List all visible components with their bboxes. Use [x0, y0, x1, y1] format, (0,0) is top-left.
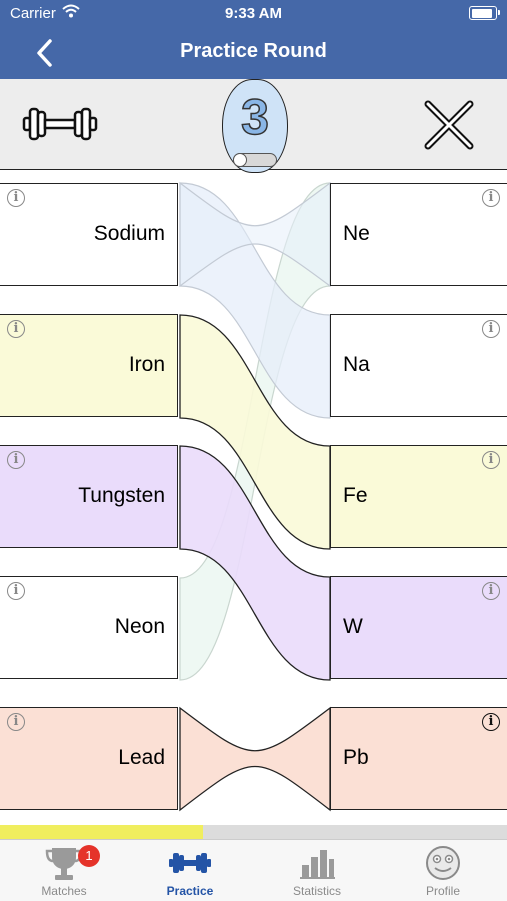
left-card-iron[interactable]: i Iron [0, 314, 178, 417]
dumbbell-icon[interactable] [22, 104, 98, 144]
left-card-neon[interactable]: i Neon [0, 576, 178, 679]
info-icon[interactable]: i [7, 189, 25, 207]
link-neon-ne [179, 182, 331, 681]
link-sodium-ne [179, 181, 331, 288]
back-button[interactable] [30, 36, 60, 70]
right-card-w[interactable]: i W [330, 576, 507, 679]
info-icon[interactable]: i [482, 451, 500, 469]
round-progress-bar [0, 825, 507, 839]
info-icon[interactable]: i [7, 451, 25, 469]
card-label: Neon [114, 615, 165, 638]
status-time: 9:33 AM [225, 5, 282, 22]
card-label: Iron [128, 353, 165, 376]
round-toggle[interactable] [233, 153, 277, 167]
right-card-na[interactable]: i Na [330, 314, 507, 417]
left-card-sodium[interactable]: i Sodium [0, 183, 178, 286]
info-icon[interactable]: i [482, 189, 500, 207]
info-icon[interactable]: i [7, 582, 25, 600]
info-icon[interactable]: i [7, 320, 25, 338]
tab-label: Practice [166, 884, 214, 898]
matches-badge: 1 [78, 845, 100, 867]
tab-statistics[interactable]: Statistics [254, 840, 380, 901]
card-label: Na [343, 353, 370, 376]
progress-fill [0, 825, 203, 839]
info-icon[interactable]: i [7, 713, 25, 731]
link-sodium-na [179, 182, 331, 419]
link-tungsten-w [179, 445, 331, 681]
tab-practice[interactable]: Practice [127, 840, 253, 901]
info-icon[interactable]: i [482, 713, 500, 731]
round-indicator[interactable]: 3 [222, 79, 288, 173]
carrier-label: Carrier [10, 5, 56, 22]
wifi-icon [62, 4, 80, 18]
card-label: Tungsten [78, 484, 165, 507]
tab-bar: 1 Matches Practice Statistics [0, 839, 507, 901]
close-icon[interactable] [424, 100, 474, 150]
bar-chart-icon [300, 850, 335, 879]
navigation-bar: Carrier 9:33 AM Practice Round [0, 0, 507, 79]
round-number: 3 [240, 88, 269, 146]
info-icon[interactable]: i [482, 582, 500, 600]
battery-icon [469, 6, 500, 20]
card-label: W [343, 615, 363, 638]
tab-label: Matches [41, 884, 87, 898]
tab-matches[interactable]: 1 Matches [1, 840, 127, 901]
info-icon[interactable]: i [482, 320, 500, 338]
tab-label: Profile [425, 884, 460, 898]
right-card-pb[interactable]: i Pb [330, 707, 507, 810]
left-card-lead[interactable]: i Lead [0, 707, 178, 810]
page-title: Practice Round [180, 40, 327, 62]
card-label: Fe [343, 484, 368, 507]
card-label: Sodium [93, 222, 165, 245]
right-card-ne[interactable]: i Ne [330, 183, 507, 286]
trophy-icon [45, 848, 83, 880]
right-card-fe[interactable]: i Fe [330, 445, 507, 548]
link-iron-fe [179, 314, 331, 550]
dumbbell-icon [169, 853, 211, 873]
tab-label: Statistics [292, 884, 341, 898]
card-label: Ne [343, 222, 370, 245]
card-label: Pb [343, 746, 369, 769]
left-card-tungsten[interactable]: i Tungsten [0, 445, 178, 548]
smiley-face-icon [426, 846, 460, 880]
tab-profile[interactable]: Profile [380, 840, 506, 901]
card-label: Lead [118, 746, 165, 769]
link-lead-pb [179, 706, 331, 812]
